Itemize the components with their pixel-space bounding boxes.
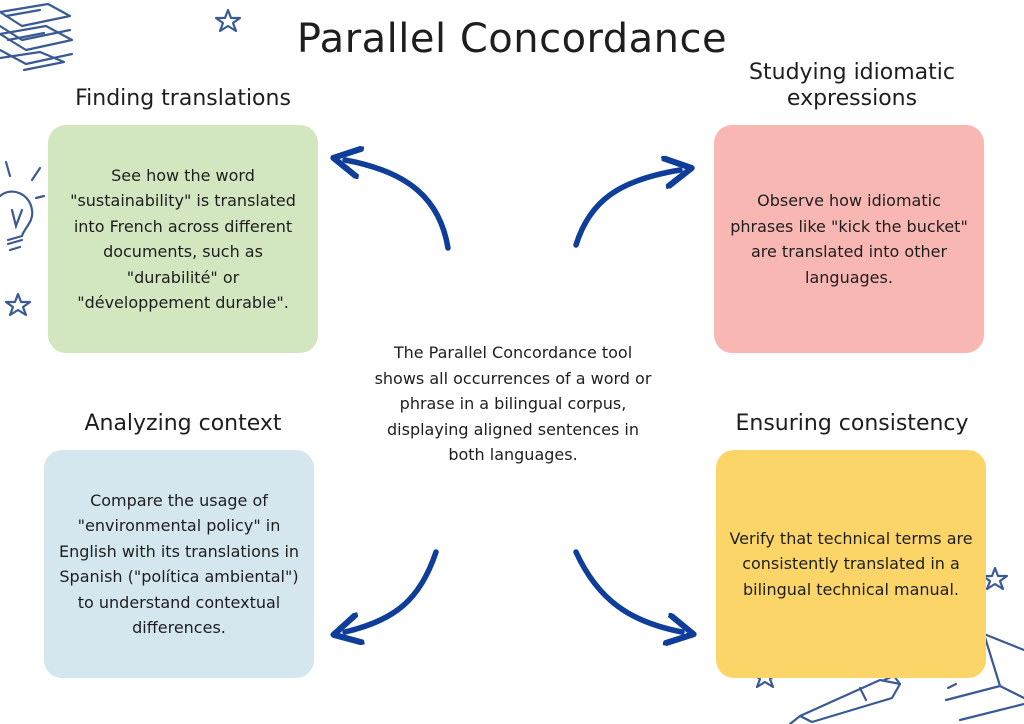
- star-icon: [214, 8, 242, 33]
- heading-studying-idiomatic-expressions: Studying idiomatic expressions: [749, 60, 955, 111]
- card-finding-translations: See how the word "sustainability" is tra…: [48, 125, 318, 353]
- card-text: Compare the usage of "environmental poli…: [58, 490, 300, 638]
- star-icon: [4, 292, 32, 317]
- arrow-top-right: [573, 170, 680, 248]
- card-text: Observe how idiomatic phrases like "kick…: [730, 191, 968, 287]
- heading-analyzing-context: Analyzing context: [84, 411, 282, 436]
- card-analyzing-context: Compare the usage of "environmental poli…: [44, 450, 314, 678]
- lightbulb-icon: [0, 160, 46, 252]
- card-text: See how the word "sustainability" is tra…: [70, 165, 296, 313]
- center-description: The Parallel Concordance tool shows all …: [374, 343, 652, 464]
- arrow-bottom-right: [573, 549, 682, 632]
- card-ensuring-consistency: Verify that technical terms are consiste…: [716, 450, 986, 678]
- heading-ensuring-consistency: Ensuring consistency: [735, 411, 969, 436]
- arrow-top-left: [345, 160, 451, 251]
- heading-finding-translations: Finding translations: [75, 86, 291, 111]
- page-title: Parallel Concordance: [296, 16, 728, 62]
- card-text: Verify that technical terms are consiste…: [729, 528, 973, 599]
- books-icon: [0, 2, 74, 72]
- arrow-bottom-left: [345, 549, 439, 632]
- star-icon: [981, 566, 1009, 591]
- card-studying-idiomatic-expressions: Observe how idiomatic phrases like "kick…: [714, 125, 984, 353]
